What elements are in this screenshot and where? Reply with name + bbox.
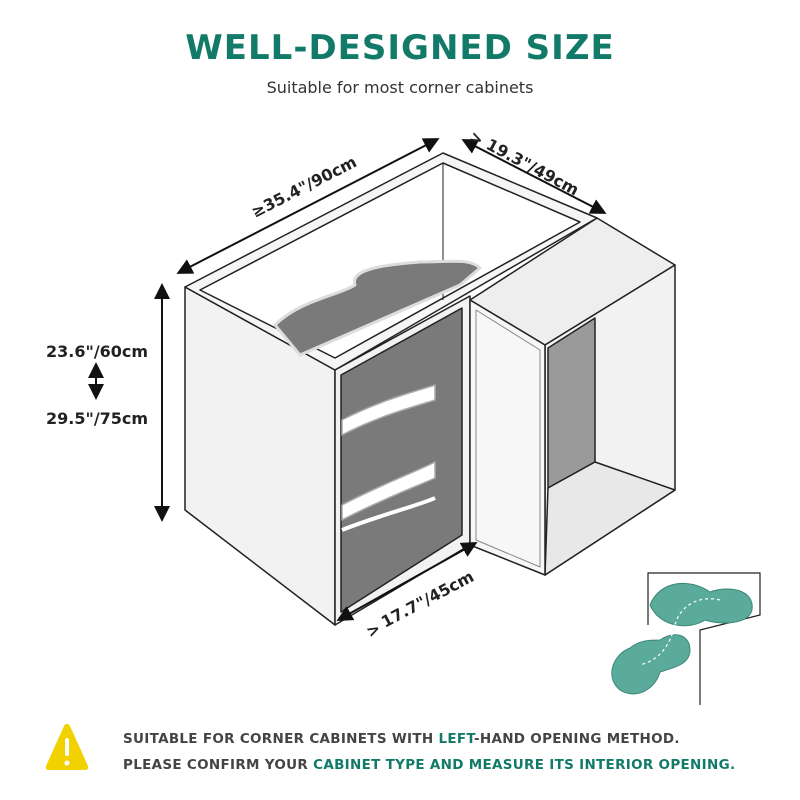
shelf-rail-lower	[341, 461, 436, 521]
height-min-label: 23.6"/60cm	[46, 342, 148, 361]
height-max-label: 29.5"/75cm	[46, 409, 148, 428]
note-highlight-left: LEFT	[438, 731, 474, 747]
depth-prefix: >	[466, 127, 487, 150]
page-title: WELL-DESIGNED SIZE	[185, 28, 615, 68]
cabinet-door	[469, 299, 546, 576]
note-line-1: SUITABLE FOR CORNER CABINETS WITH LEFT-H…	[123, 731, 680, 747]
shelf-rail-upper	[341, 384, 436, 436]
depth-arrow	[461, 139, 607, 214]
cabinet-body	[184, 152, 676, 626]
width-arrow	[176, 138, 440, 274]
page-subtitle: Suitable for most corner cabinets	[266, 78, 534, 97]
note-line-2: PLEASE CONFIRM YOUR CABINET TYPE AND MEA…	[123, 757, 735, 773]
turntable-motion-path	[639, 598, 721, 666]
warning-icon	[45, 724, 89, 770]
turntable-shape-top	[649, 582, 753, 627]
turntable-shape-bottom	[611, 634, 691, 695]
cabinet-opening	[340, 307, 463, 613]
side-box-floor	[544, 461, 676, 576]
opening-prefix: >	[363, 618, 384, 641]
dimension-lines	[88, 138, 607, 621]
note-text: -HAND OPENING METHOD.	[473, 731, 680, 747]
shelf-rail-edge	[341, 496, 436, 532]
cabinet-door-panel	[475, 309, 541, 568]
turntable-inset	[611, 572, 761, 705]
note-text: SUITABLE FOR CORNER CABINETS WITH	[123, 731, 439, 747]
note-text: PLEASE CONFIRM YOUR	[123, 757, 314, 773]
opening-arrow	[336, 542, 478, 621]
side-box-inner	[547, 317, 596, 489]
inset-cabinet-outline	[647, 572, 761, 705]
note-highlight-cabinet-type: CABINET TYPE AND MEASURE ITS INTERIOR OP…	[313, 757, 736, 773]
